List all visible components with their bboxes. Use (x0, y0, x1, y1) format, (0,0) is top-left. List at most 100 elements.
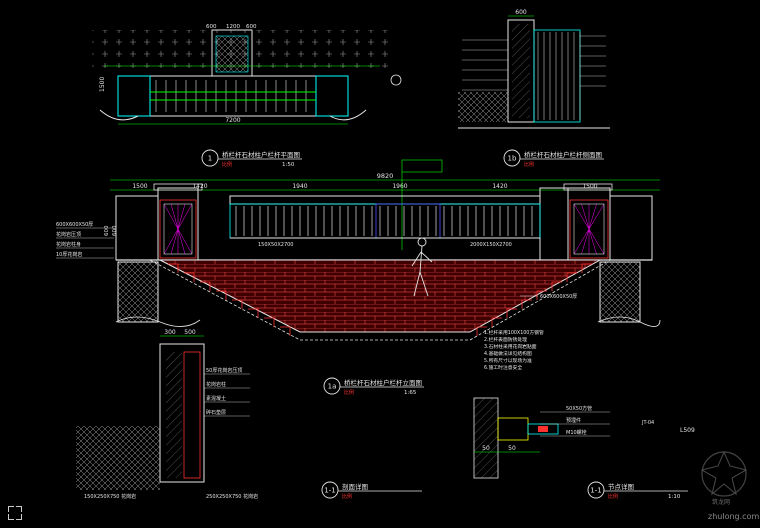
elev-balusters (235, 206, 533, 236)
title-scale-plan: 1:50 (282, 162, 295, 168)
step-left (184, 272, 195, 282)
side-rail-panel (533, 29, 581, 123)
step-left (264, 317, 275, 327)
title-circle-section (321, 481, 339, 499)
side-ground-hatch (458, 92, 508, 122)
elev-stair-steps (168, 263, 592, 336)
elev-shrub-right (597, 316, 661, 327)
plan-bottom-dim: 7200 (225, 117, 240, 124)
elev-rail-frame (229, 203, 541, 239)
step-right (521, 299, 532, 309)
elev-cap-right (563, 183, 613, 191)
elev-overall-dim: 9820 (377, 172, 394, 180)
elev-top-dim-3: 1960 (392, 183, 407, 190)
elev-top-dim-2: 1940 (292, 183, 307, 190)
watermark-text: zhulong.com (708, 512, 759, 521)
title-sub-plan: 比例 (222, 161, 232, 168)
elev-pillar-right-inner (539, 187, 569, 261)
plan-rails (155, 80, 307, 112)
general-note-3: 4.基础做法详见结构图 (484, 350, 532, 357)
step-left (248, 308, 259, 318)
elev-left-note-0: 600X600X50厚 (56, 222, 93, 228)
plan-section-marker (390, 74, 402, 86)
title-number-side: 1b (508, 155, 517, 163)
section-pillar-red (183, 351, 201, 479)
elev-abutment-left (117, 261, 159, 323)
title-sub-section: 比例 (342, 493, 352, 500)
title-number-node: 1-1 (590, 487, 601, 495)
section-note-0: 50厚花岗岩压顶 (206, 367, 242, 374)
elev-label-right: 2000X150X2700 (470, 242, 512, 248)
plan-central-plinth-hatch (215, 35, 249, 73)
plan-top-dim-0: 600 (206, 24, 217, 30)
section-soil-hatch (76, 426, 160, 490)
lattice-frame-1 (573, 203, 605, 255)
section-note-1: 花岗岩柱 (206, 381, 226, 388)
node-dim-b: 50 (508, 445, 516, 452)
step-right (491, 317, 502, 327)
plan-right-pillar (315, 75, 349, 117)
elev-top-dim-1: 1420 (192, 183, 207, 190)
node-dim-a: 50 (482, 445, 490, 452)
plan-top-dim-2: 600 (246, 24, 257, 30)
lattice-bar (163, 203, 193, 255)
general-note-1: 2.栏杆表面防锈处理 (484, 336, 527, 343)
elev-rail-highlight (375, 203, 441, 239)
elev-top-dim-4: 1420 (492, 183, 507, 190)
elev-left-note-1: 花岗岩压顶 (56, 231, 81, 238)
section-note-3: 碎石垫层 (206, 409, 226, 416)
step-left (232, 299, 243, 309)
plan-top-dim-1: 1200 (226, 24, 240, 30)
lattice-frame-0 (163, 203, 193, 255)
elev-callout-box (401, 159, 443, 173)
step-right (476, 326, 487, 336)
plan-right-arc (329, 109, 367, 121)
title-scale-node: 1:10 (668, 494, 681, 500)
section-pillar (159, 343, 205, 483)
side-leaders (462, 35, 606, 91)
step-right (551, 281, 562, 291)
elev-cap-left (153, 183, 203, 191)
step-left (200, 281, 211, 291)
side-view: 600 (458, 9, 610, 129)
watermark-logo (700, 450, 748, 497)
node-plate (497, 417, 529, 441)
general-note-0: 1.栏杆采用100X100方钢管 (484, 329, 544, 336)
section-bottom-note-a: 150X250X750 花岗岩 (84, 493, 136, 500)
title-circle-node (587, 481, 605, 499)
plan-central-plinth (211, 29, 253, 77)
elev-shrub-left (115, 316, 201, 327)
elev-pillar-left-red (159, 199, 197, 259)
plan-side-dim: 1500 (99, 77, 106, 92)
elev-sub-dim-1: 600 (104, 225, 110, 236)
title-scale-elevation: 1:65 (404, 390, 417, 396)
elev-top-dim-5: 1500 (582, 183, 597, 190)
elev-abutment-right (599, 261, 641, 323)
title-circle-plan (201, 149, 219, 167)
page-number: L509 (680, 427, 695, 434)
elev-human-figure (411, 237, 433, 297)
node-label-0: 50X50方管 (566, 405, 592, 412)
watermark-label: 筑龙网 (712, 498, 730, 506)
plan-outline (117, 75, 349, 117)
title-circle-elevation (323, 377, 341, 395)
title-sub-elevation: 比例 (344, 389, 354, 396)
section-bottom-note-b: 250X250X750 花岗岩 (206, 493, 258, 500)
elev-left-note-2: 花岗岩柱身 (56, 241, 81, 248)
step-left (168, 263, 179, 273)
plan-left-pillar (117, 75, 151, 117)
section-pillar-hatch (166, 352, 182, 478)
step-left (280, 326, 291, 336)
elev-arch-outline (149, 259, 611, 341)
node-wall (473, 397, 499, 479)
plan-dimension-group: 600 1200 600 (206, 24, 257, 30)
elev-pillar-lattice (163, 203, 605, 255)
general-note-2: 3.石材柱采用花岗岩贴面 (484, 343, 537, 350)
general-notes: 1.栏杆采用100X100方钢管2.栏杆表面防锈处理3.石材柱采用花岗岩贴面4.… (484, 329, 544, 371)
expand-icon[interactable] (8, 506, 22, 520)
